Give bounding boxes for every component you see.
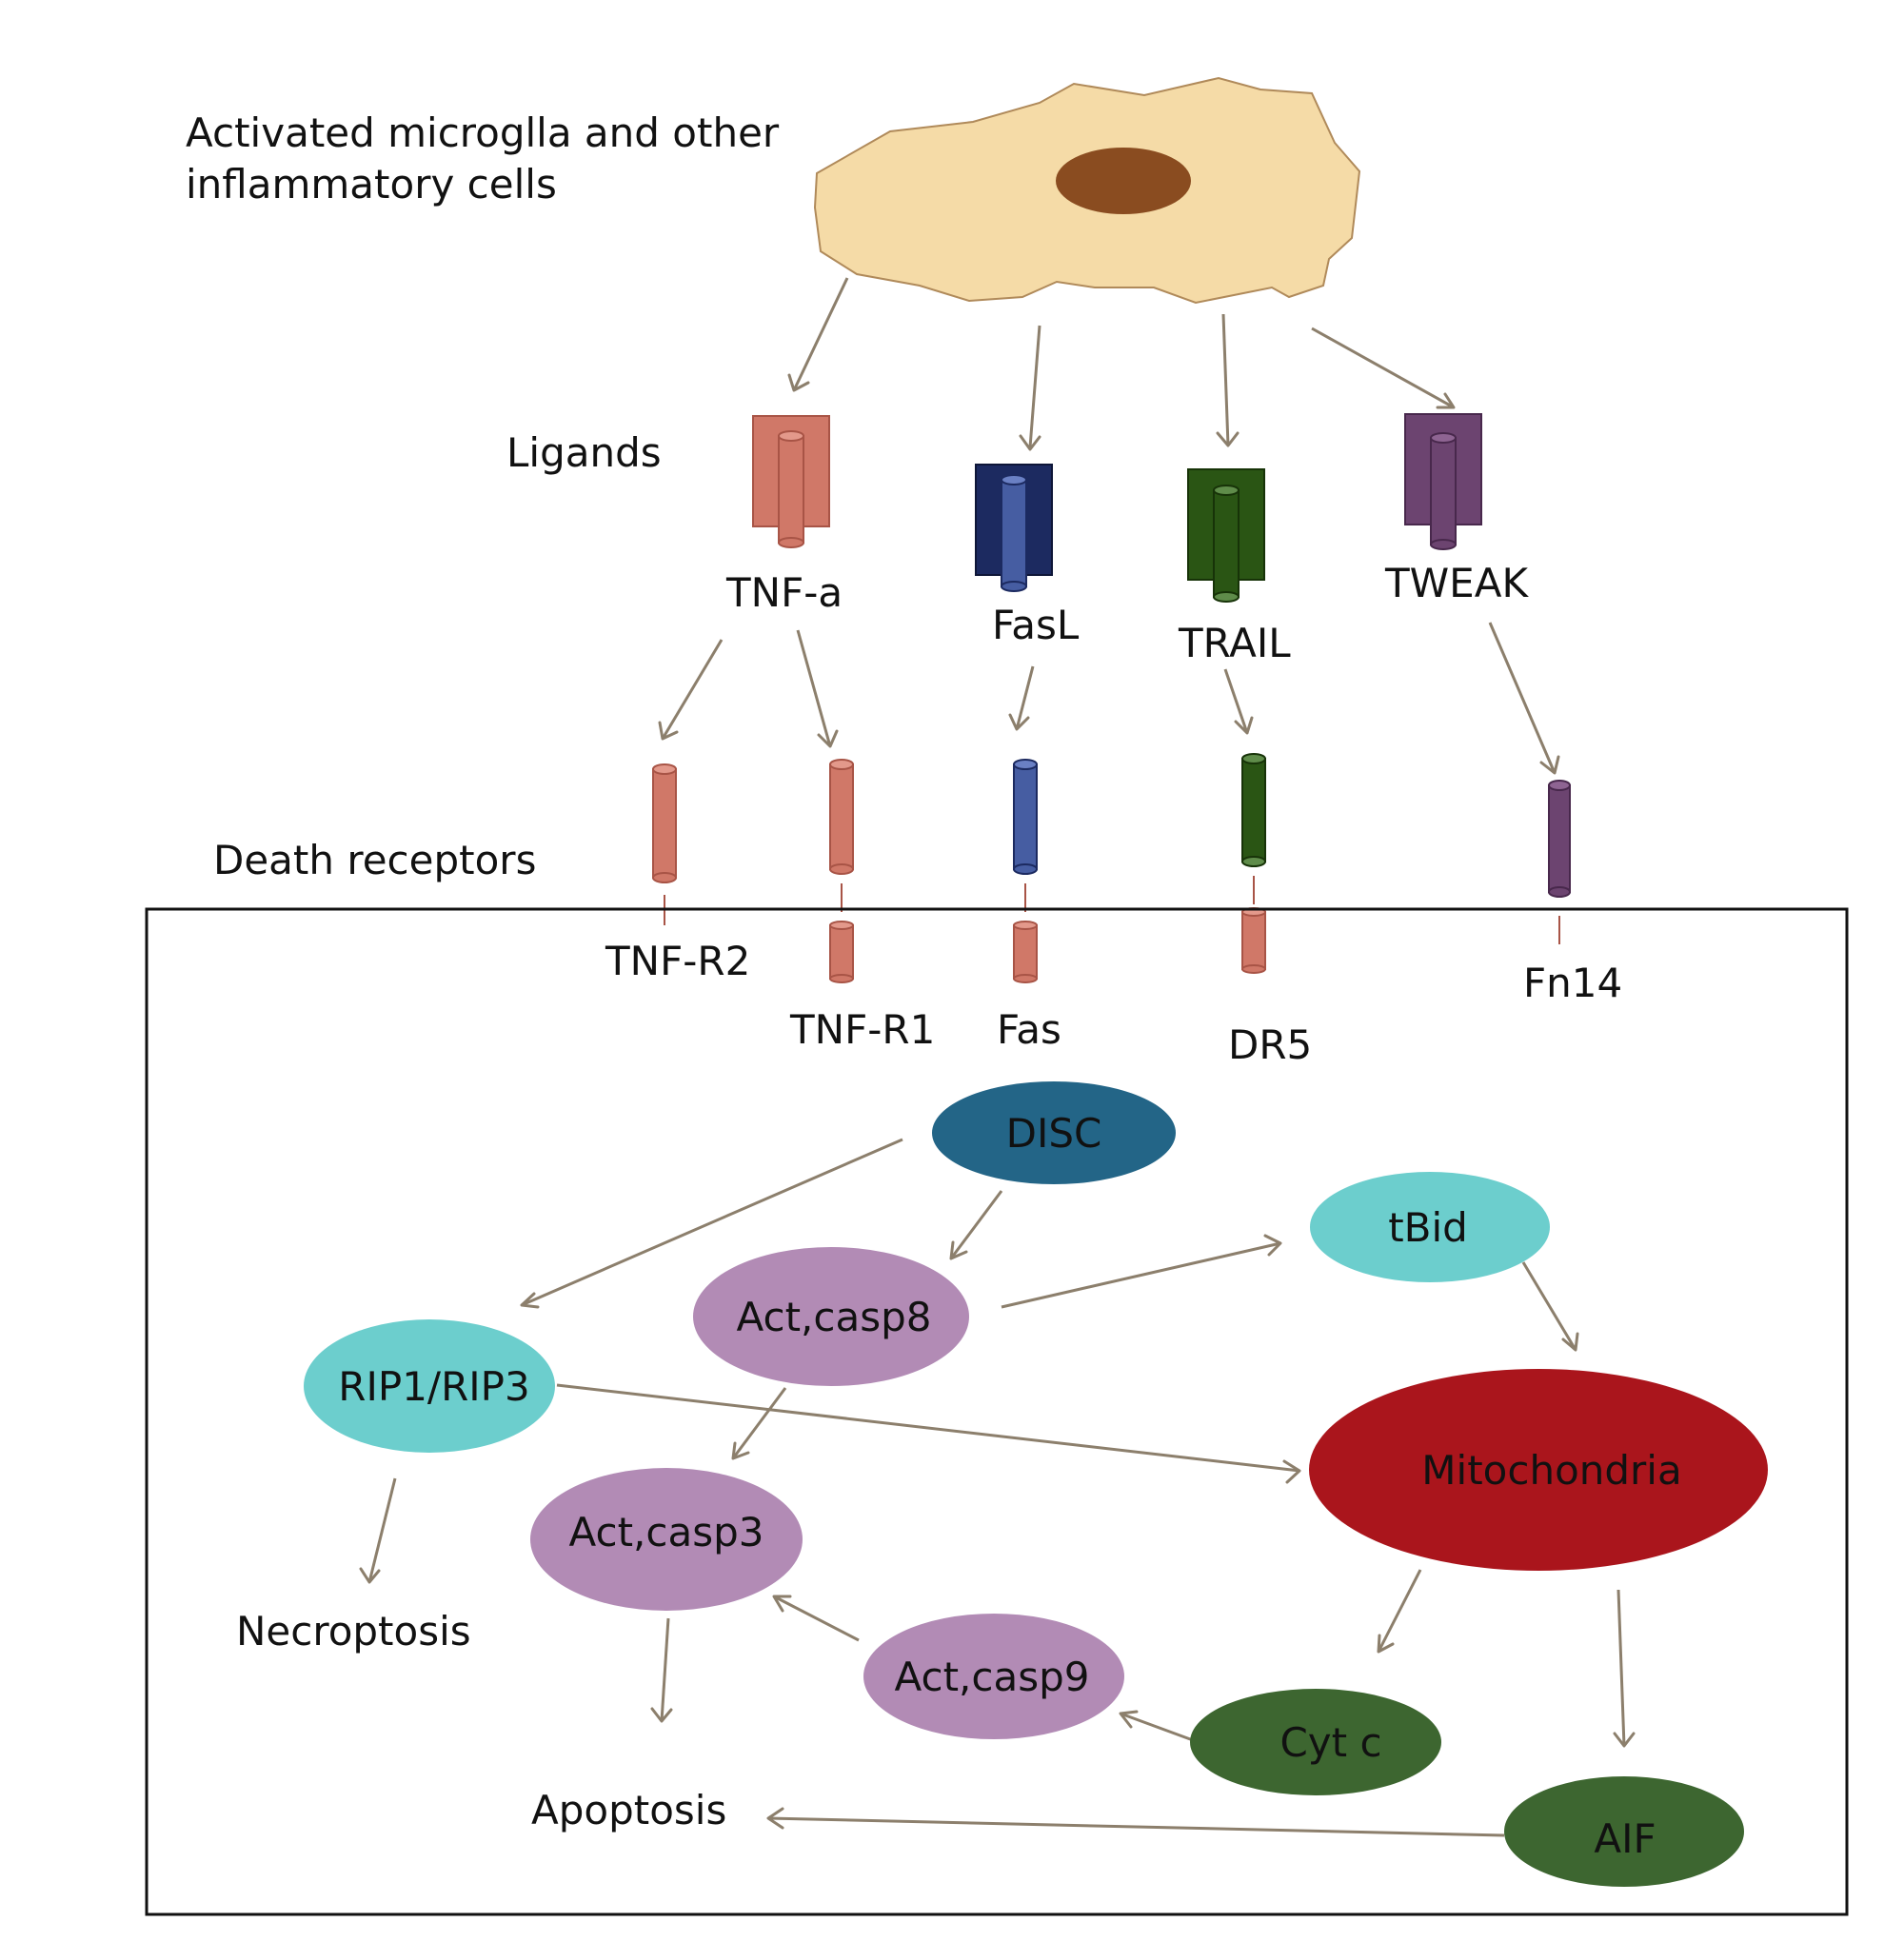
receptor-label-dr5: DR5 xyxy=(1228,1021,1312,1068)
ligand-tweak xyxy=(1404,413,1482,550)
receptor-fas xyxy=(1013,759,1038,983)
node-disc: DISC xyxy=(932,1081,1176,1184)
svg-text:Cyt c: Cyt c xyxy=(1279,1719,1381,1766)
node-casp8: Act,casp8 xyxy=(693,1247,969,1386)
ligand-label-tnfa: TNF-a xyxy=(725,569,843,616)
svg-text:Act,casp8: Act,casp8 xyxy=(737,1294,932,1340)
ligand-label-fasl: FasL xyxy=(992,602,1080,648)
node-aif: AIF xyxy=(1504,1776,1744,1887)
receptor-tnfr1 xyxy=(829,759,854,983)
ligand-fasl xyxy=(975,464,1053,592)
receptor-tnfr2 xyxy=(652,763,677,925)
ligand-trail xyxy=(1187,468,1265,603)
cell-nucleus xyxy=(1056,148,1191,214)
node-cytc: Cyt c xyxy=(1190,1689,1441,1795)
svg-text:Mitochondria: Mitochondria xyxy=(1421,1447,1681,1494)
receptor-fn14 xyxy=(1548,780,1571,944)
title-line-1: Activated microglla and other xyxy=(186,109,780,156)
receptor-label-fas: Fas xyxy=(997,1006,1061,1053)
receptor-label-tnfr2: TNF-R2 xyxy=(605,938,750,984)
cell-to-ligand-arrows xyxy=(787,277,1456,451)
pathway-arrows xyxy=(359,1138,1636,1837)
node-casp3: Act,casp3 xyxy=(530,1468,803,1611)
receptor-label-tnfr1: TNF-R1 xyxy=(789,1006,935,1053)
death-receptors-label: Death receptors xyxy=(213,837,536,883)
ligand-label-tweak: TWEAK xyxy=(1384,560,1529,606)
svg-text:DISC: DISC xyxy=(1006,1110,1102,1157)
svg-text:RIP1/RIP3: RIP1/RIP3 xyxy=(338,1363,529,1410)
node-tbid: tBid xyxy=(1310,1172,1550,1282)
ligand-tnfa xyxy=(752,415,830,548)
microglia-cell xyxy=(813,76,1361,305)
outcome-necroptosis: Necroptosis xyxy=(236,1608,471,1655)
ligand-to-receptor-arrows xyxy=(658,622,1560,775)
ligands-label: Ligands xyxy=(506,429,662,476)
node-mitochondria: Mitochondria xyxy=(1309,1369,1768,1571)
svg-text:tBid: tBid xyxy=(1388,1204,1468,1251)
receptor-label-fn14: Fn14 xyxy=(1523,960,1622,1006)
outcome-apoptosis: Apoptosis xyxy=(531,1787,726,1833)
node-rip: RIP1/RIP3 xyxy=(304,1319,555,1453)
node-casp9: Act,casp9 xyxy=(863,1614,1124,1739)
svg-text:Act,casp9: Act,casp9 xyxy=(895,1654,1090,1700)
svg-text:Act,casp3: Act,casp3 xyxy=(569,1509,764,1556)
title-line-2: inflammatory cells xyxy=(186,161,557,208)
svg-text:AIF: AIF xyxy=(1594,1815,1656,1862)
cell-interior-box xyxy=(145,907,1849,1916)
receptor-dr5 xyxy=(1241,753,1266,974)
ligand-label-trail: TRAIL xyxy=(1178,620,1291,666)
